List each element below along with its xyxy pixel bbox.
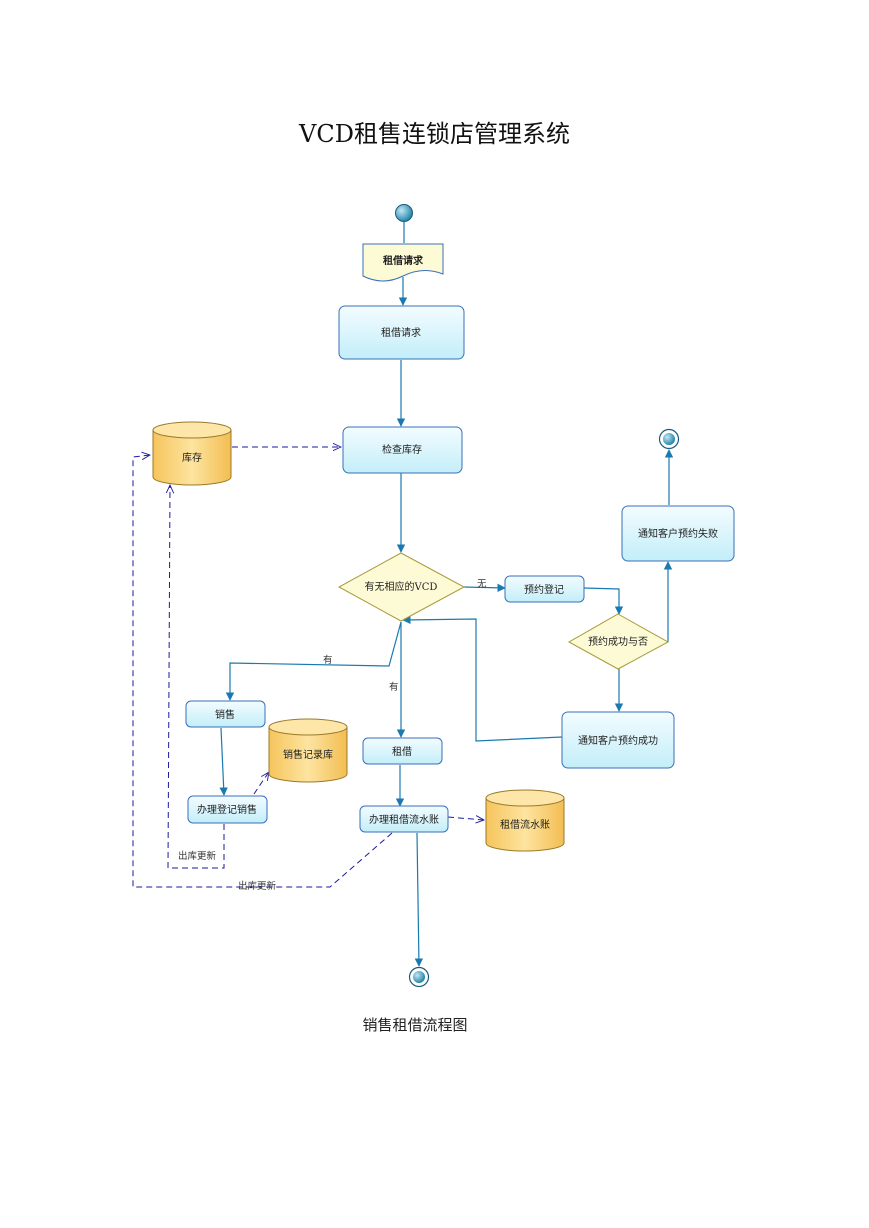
activity-reserve-register-label: 预约登记 bbox=[524, 583, 564, 596]
edge-label-has-left: 有 bbox=[323, 654, 333, 666]
datastore-rent-ledger: 租借流水账 bbox=[485, 789, 565, 852]
decision-has-vcd-label: 有无相应的VCD bbox=[365, 580, 438, 593]
activity-check-stock: 检查库存 bbox=[342, 426, 463, 474]
edge-label-has-down: 有 bbox=[389, 681, 399, 693]
flow-decision-to-reserve bbox=[463, 583, 506, 593]
activity-sale-register: 办理登记销售 bbox=[187, 795, 268, 824]
activity-rent-ledger-label: 办理租借流水账 bbox=[369, 813, 439, 826]
activity-sale-label: 销售 bbox=[215, 708, 235, 721]
end-node-bottom bbox=[408, 966, 430, 988]
flow-reserve-to-q bbox=[583, 587, 624, 615]
activity-rent-label: 租借 bbox=[392, 745, 412, 758]
end-node-top bbox=[658, 428, 680, 450]
activity-rent-request-label: 租借请求 bbox=[381, 326, 421, 339]
datastore-sale-record: 销售记录库 bbox=[268, 718, 348, 783]
flow-decision-to-sale bbox=[225, 621, 402, 701]
activity-sale-register-label: 办理登记销售 bbox=[197, 803, 257, 816]
control-flows bbox=[219, 222, 674, 967]
edge-label-out-update-2: 出库更新 bbox=[238, 880, 277, 892]
flow-success-to-decision bbox=[402, 615, 563, 742]
object-flows bbox=[132, 447, 484, 888]
dep-ledger-to-db bbox=[447, 817, 484, 820]
request-signal-label: 租借请求 bbox=[383, 254, 424, 267]
dep-register-to-salesdb bbox=[253, 772, 269, 795]
decision-has-vcd: 有无相应的VCD bbox=[337, 552, 466, 622]
activity-notify-fail: 通知客户预约失败 bbox=[621, 505, 735, 562]
diagram-caption: 销售租借流程图 bbox=[362, 1016, 468, 1034]
datastore-rent-ledger-label: 租借流水账 bbox=[500, 818, 550, 831]
activity-check-stock-label: 检查库存 bbox=[382, 443, 422, 456]
edge-label-none: 无 bbox=[477, 579, 487, 590]
activity-rent-request: 租借请求 bbox=[338, 305, 465, 360]
page-title: VCD租售连锁店管理系统 bbox=[299, 120, 570, 148]
activity-notify-fail-label: 通知客户预约失败 bbox=[638, 527, 718, 540]
decision-reserve-success: 预约成功与否 bbox=[567, 613, 670, 670]
activity-notify-success-label: 通知客户预约成功 bbox=[578, 734, 658, 747]
activity-notify-success: 通知客户预约成功 bbox=[561, 711, 675, 769]
datastore-stock-label: 库存 bbox=[182, 451, 202, 464]
dep-ledger-to-stock bbox=[132, 455, 393, 888]
dep-register-to-stock bbox=[168, 485, 225, 869]
activity-reserve-register: 预约登记 bbox=[504, 575, 585, 603]
datastore-stock: 库存 bbox=[152, 421, 232, 486]
flow-ledger-to-end bbox=[414, 832, 424, 967]
request-signal-node: 租借请求 bbox=[362, 243, 444, 282]
start-node bbox=[395, 204, 413, 222]
activity-rent-ledger: 办理租借流水账 bbox=[359, 805, 449, 833]
datastore-sale-record-label: 销售记录库 bbox=[283, 748, 333, 761]
activity-sale: 销售 bbox=[185, 700, 266, 728]
activity-rent: 租借 bbox=[362, 737, 443, 765]
decision-reserve-success-label: 预约成功与否 bbox=[588, 635, 648, 648]
flow-sale-to-register bbox=[219, 727, 228, 796]
edge-label-out-update-1: 出库更新 bbox=[178, 850, 217, 862]
